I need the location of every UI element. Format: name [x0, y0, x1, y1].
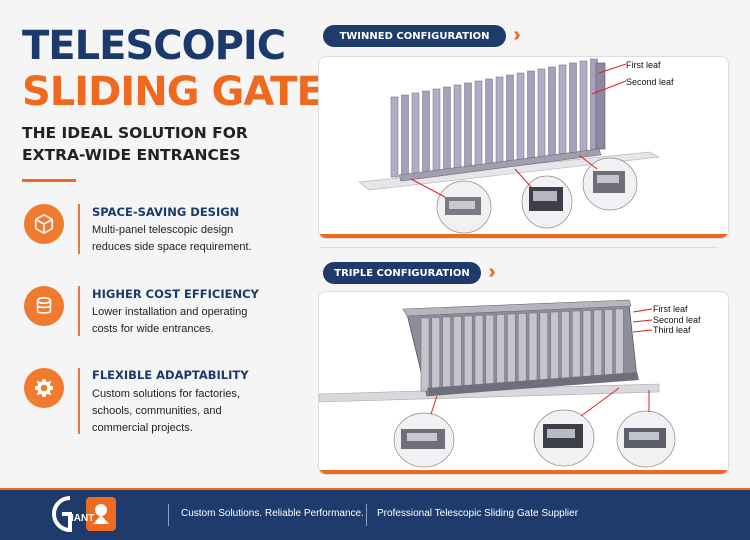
gate-slat	[517, 313, 527, 384]
feature-title: FLEXIBLE ADAPTABILITY	[92, 368, 249, 382]
detail-callout	[521, 175, 573, 229]
footer-accent-line	[0, 488, 750, 490]
title-line2: SLIDING GATE	[22, 69, 324, 115]
panel-accent	[319, 470, 728, 474]
gate-slat	[527, 70, 535, 160]
gate-slat	[474, 315, 484, 387]
gate-slat	[539, 312, 549, 382]
gate-slat	[506, 74, 514, 163]
gate-slat	[485, 314, 495, 387]
section-separator	[320, 247, 718, 248]
gate-slat	[453, 84, 462, 170]
gate-slat	[548, 66, 556, 157]
gate-slat	[401, 94, 409, 176]
gate-slat	[507, 313, 516, 385]
feature-title: HIGHER COST EFFICIENCY	[92, 287, 259, 301]
gate-slats	[420, 308, 624, 392]
gate-slat	[569, 62, 577, 155]
coins-icon	[24, 286, 64, 326]
gate-slat	[582, 310, 592, 379]
gate-slat	[442, 316, 451, 390]
feature-text: Lower installation and operating costs f…	[92, 304, 272, 338]
twinned-first-leaf-label: First leaf	[626, 60, 661, 70]
cube-icon	[24, 204, 64, 244]
triple-panel: First leaf Second leaf Third leaf	[318, 291, 729, 475]
gate-slat	[604, 309, 613, 377]
gate-slat	[593, 309, 603, 378]
feature-divider	[78, 204, 80, 254]
footer	[0, 488, 750, 540]
detail-callout	[393, 412, 455, 468]
logo-text: IANT	[71, 513, 94, 524]
gate-slat	[463, 315, 473, 388]
feature-divider	[78, 286, 80, 336]
twinned-second-leaf-label: Second leaf	[626, 77, 674, 87]
title-line1: TELESCOPIC	[22, 23, 286, 69]
triple-third-leaf-label: Third leaf	[653, 325, 691, 335]
twinned-config-label: TWINNED CONFIGURATION	[323, 25, 506, 47]
gate-slat	[420, 317, 430, 392]
feature-line: schools, communities, and	[92, 405, 222, 417]
feature-line: reduces side space requirement.	[92, 241, 252, 253]
footer-divider	[168, 504, 169, 526]
detail-callout	[533, 409, 595, 467]
gate-slat	[422, 90, 430, 174]
gate-slat	[528, 312, 538, 383]
gate-slat	[550, 311, 559, 382]
feature-line: Lower installation and operating	[92, 306, 248, 318]
title-divider	[22, 179, 76, 182]
gate-slat	[579, 60, 588, 153]
twinned-gate-drawing: First leaf Second leaf	[358, 58, 674, 234]
gate-slat	[411, 92, 420, 175]
company-logo: IANT	[48, 494, 118, 534]
footer-tagline: Custom Solutions. Reliable Performance.	[181, 508, 364, 519]
gate-slat	[615, 308, 624, 376]
feature-line: Custom solutions for factories,	[92, 388, 240, 400]
panel-accent	[319, 234, 728, 238]
detail-callout	[616, 410, 676, 468]
twinned-panel: First leaf Second leaf	[318, 56, 729, 239]
footer-divider	[366, 504, 367, 526]
feature-line: Multi-panel telescopic design	[92, 224, 234, 236]
feature-line: commercial projects.	[92, 422, 193, 434]
gate-slat	[561, 311, 570, 381]
gate-slat	[516, 72, 525, 162]
gate-slat	[432, 88, 441, 172]
gate-slat	[464, 82, 472, 168]
gate-slats	[390, 58, 606, 178]
gate-slat	[571, 310, 581, 380]
detail-callout	[436, 180, 492, 234]
feature-line: costs for wide entrances.	[92, 323, 214, 335]
subtitle-line2: EXTRA-WIDE ENTRANCES	[22, 146, 241, 164]
feature-text: Multi-panel telescopic design reduces si…	[92, 222, 272, 256]
detail-callout	[582, 157, 638, 211]
feature-divider	[78, 368, 80, 434]
gate-slat	[474, 80, 483, 167]
footer-supplier: Professional Telescopic Sliding Gate Sup…	[377, 508, 579, 519]
gate-slat	[495, 76, 504, 164]
triple-first-leaf-label: First leaf	[653, 304, 688, 314]
gear-icon	[24, 368, 64, 408]
gate-slat	[431, 317, 441, 391]
triple-second-leaf-label: Second leaf	[653, 315, 701, 325]
triple-config-label: TRIPLE CONFIGURATION	[323, 262, 481, 284]
gate-post	[595, 62, 606, 150]
feature-text: Custom solutions for factories, schools,…	[92, 386, 272, 437]
gate-slat	[537, 68, 546, 159]
subtitle-line1: THE IDEAL SOLUTION FOR	[22, 124, 248, 142]
feature-title: SPACE-SAVING DESIGN	[92, 205, 240, 219]
triple-gate-drawing: First leaf Second leaf Third leaf	[319, 299, 701, 468]
gate-slat	[558, 64, 567, 156]
gate-slat	[443, 86, 451, 171]
gate-slat	[453, 316, 462, 389]
gate-slat	[390, 96, 399, 178]
gate-slat	[496, 314, 505, 386]
gate-slat	[485, 78, 493, 166]
